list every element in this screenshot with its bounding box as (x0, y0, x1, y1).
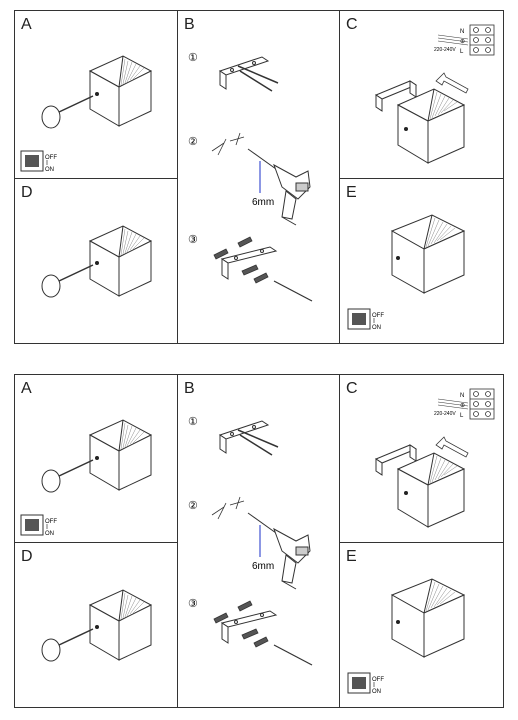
voltage-label: 220-240V (434, 411, 456, 417)
screwdriver-icon (41, 264, 94, 298)
panel-a: A OFF ON (15, 375, 178, 543)
panel-e-letter: E (346, 548, 357, 565)
terminal-n-label: N (460, 29, 464, 35)
panel-b-illustration: ① ② 6mm ③ (188, 52, 313, 302)
terminal-earth-label: ⊕ (460, 39, 465, 45)
wall-bracket (374, 80, 418, 112)
panel-d-illustration (41, 225, 153, 298)
bracket-step-3 (220, 610, 278, 644)
panel-a: A (15, 11, 178, 179)
voltage-label: 220-240V (434, 47, 456, 53)
panel-e: E OFF ON (340, 543, 504, 708)
step-2-label: ② (188, 500, 198, 512)
panel-e-illustration: OFF ON (347, 214, 466, 331)
panel-a-letter: A (21, 380, 32, 397)
panel-b-letter: B (184, 380, 195, 397)
drill-size-label: 6mm (252, 561, 274, 572)
wall-bracket (374, 444, 418, 476)
arrow-icon (435, 436, 469, 458)
bracket-step-3 (220, 246, 278, 280)
terminal-l-label: L (460, 49, 464, 55)
panel-b: B ① ② (178, 11, 340, 343)
switch-on-label: ON (372, 325, 381, 331)
screws-icon (213, 236, 313, 302)
drill-marks (211, 496, 245, 520)
drill-icon (247, 512, 311, 590)
step-1-label: ① (188, 416, 198, 428)
screwdriver-icon (41, 459, 94, 493)
screws-icon (213, 600, 313, 666)
wires (437, 34, 469, 46)
wall-light-cube (88, 589, 153, 661)
wall-light-cube (390, 578, 466, 658)
switch-on-label: ON (45, 531, 54, 537)
wall-light-cube (396, 88, 466, 164)
wall-light-cube (88, 225, 153, 297)
step-2-label: ② (188, 136, 198, 148)
switch-icon: OFF ON (20, 514, 57, 537)
switch-off-label: OFF (372, 677, 384, 683)
panel-d: D (15, 179, 178, 344)
drill-size-label: 6mm (252, 197, 274, 208)
terminal-l-label: L (460, 413, 464, 419)
screwdriver-icon (41, 628, 94, 662)
arrow-icon (435, 72, 469, 94)
panel-d-letter: D (21, 184, 33, 201)
panel-b: B ① ② 6mm ③ (178, 375, 340, 707)
switch-icon: OFF ON (347, 308, 384, 331)
switch-off-label: OFF (45, 155, 57, 161)
panel-c-illustration: N ⊕ L 220-240V (374, 388, 495, 528)
wall-light-cube (396, 452, 466, 528)
terminal-block (469, 24, 495, 56)
instruction-sheet-top: A (14, 10, 504, 344)
panel-d-illustration (41, 589, 153, 662)
panel-d: D (15, 543, 178, 708)
switch-on-label: ON (372, 689, 381, 695)
panel-c: C N ⊕ L 220-240V (340, 375, 504, 543)
panel-c-letter: C (346, 16, 358, 33)
panel-e: E OFF ON (340, 179, 504, 344)
terminal-block (469, 388, 495, 420)
switch-icon: OFF ON (347, 672, 384, 695)
step-3-label: ③ (188, 234, 198, 246)
step-3-label: ③ (188, 598, 198, 610)
panel-b-letter: B (184, 16, 195, 33)
panel-b-illustration: ① ② 6mm ③ (188, 416, 313, 666)
switch-off-label: OFF (372, 313, 384, 319)
screwdriver-icon (41, 95, 94, 129)
wall-light-cube (88, 419, 153, 491)
terminal-earth-label: ⊕ (460, 403, 465, 409)
panel-e-letter: E (346, 184, 357, 201)
switch-on-label: ON (45, 167, 54, 173)
panel-e-illustration: OFF ON (347, 578, 466, 695)
panel-a-illustration: OFF ON (20, 55, 153, 173)
panel-a-letter: A (21, 16, 32, 33)
switch-icon: OFF ON (20, 150, 57, 173)
drill-marks (211, 132, 245, 156)
bracket-step-1 (218, 56, 279, 92)
step-1-label: ① (188, 52, 198, 64)
switch-off-label: OFF (45, 519, 57, 525)
drill-icon (247, 148, 311, 226)
instruction-sheet-bottom: A OFF ON (14, 374, 504, 708)
wall-light-cube (88, 55, 153, 127)
panel-a-illustration: OFF ON (20, 419, 153, 537)
panel-c-letter: C (346, 380, 358, 397)
panel-c: C N ⊕ L 220-240V (340, 11, 504, 179)
wall-light-cube (390, 214, 466, 294)
wires (437, 398, 469, 410)
terminal-n-label: N (460, 393, 464, 399)
panel-d-letter: D (21, 548, 33, 565)
bracket-step-1 (218, 420, 279, 456)
panel-c-illustration: N ⊕ L 220-240V (374, 24, 495, 164)
